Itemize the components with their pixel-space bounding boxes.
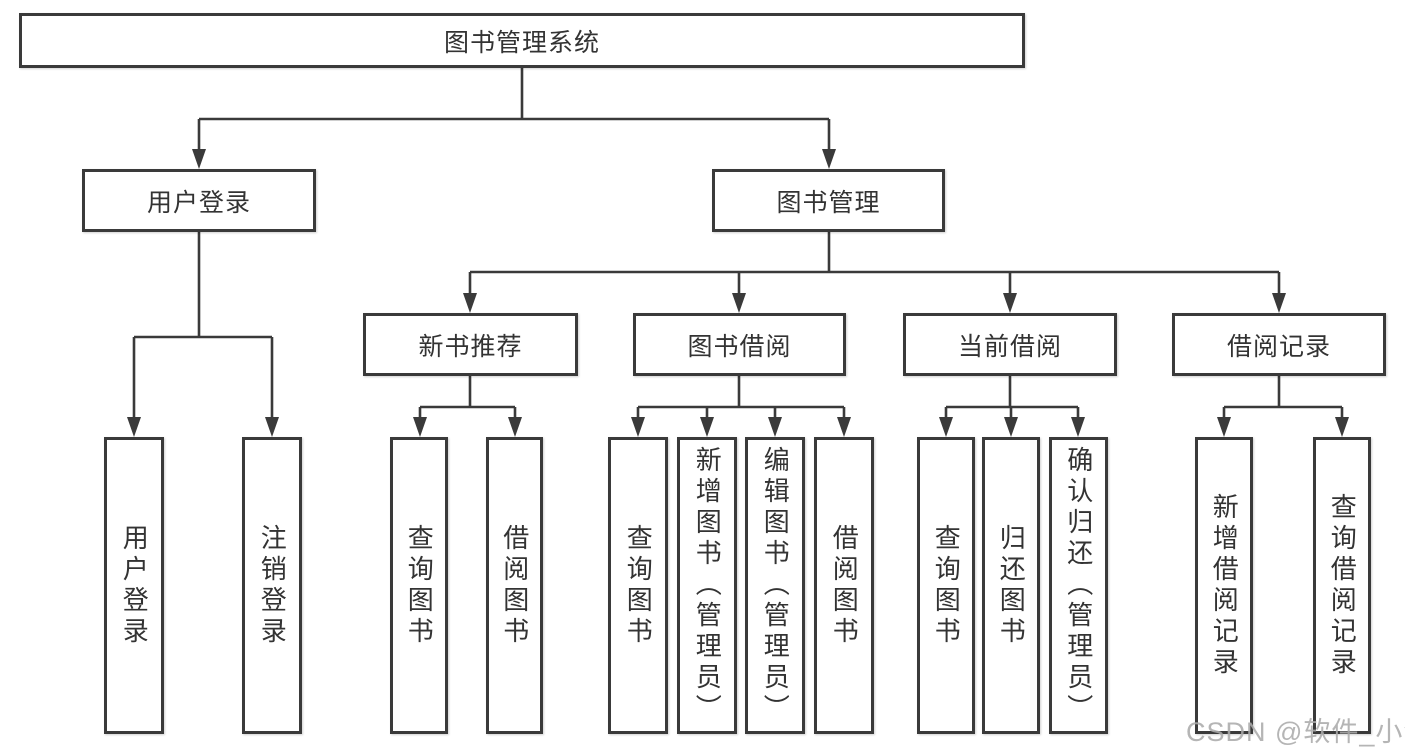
- node-book-management: 图书管理: [712, 169, 945, 232]
- node-current-borrow: 当前借阅: [903, 313, 1117, 376]
- leaf-query-books-borrow: 查询图书: [608, 437, 668, 734]
- leaf-borrow-books-borrow: 借阅图书: [814, 437, 874, 734]
- leaf-borrow-books-recommend: 借阅图书: [486, 437, 543, 734]
- watermark: CSDN @软件_小贺同学: [1186, 717, 1405, 747]
- leaf-query-books-current: 查询图书: [917, 437, 975, 734]
- leaf-query-borrow-record: 查询借阅记录: [1313, 437, 1371, 734]
- node-user-login: 用户登录: [82, 169, 316, 232]
- node-book-borrow: 图书借阅: [633, 313, 846, 376]
- leaf-query-books-recommend: 查询图书: [390, 437, 448, 734]
- leaf-add-borrow-record: 新增借阅记录: [1195, 437, 1253, 734]
- leaf-logout-login: 注销登录: [242, 437, 302, 734]
- node-borrow-records: 借阅记录: [1172, 313, 1386, 376]
- node-root: 图书管理系统: [19, 13, 1025, 68]
- node-new-book-recommend: 新书推荐: [363, 313, 578, 376]
- leaf-edit-book-admin: 编辑图书（管理员）: [745, 437, 805, 734]
- leaf-return-book: 归还图书: [982, 437, 1040, 734]
- leaf-user-login: 用户登录: [104, 437, 164, 734]
- leaf-confirm-return-admin: 确认归还（管理员）: [1049, 437, 1108, 734]
- leaf-add-book-admin: 新增图书（管理员）: [677, 437, 737, 734]
